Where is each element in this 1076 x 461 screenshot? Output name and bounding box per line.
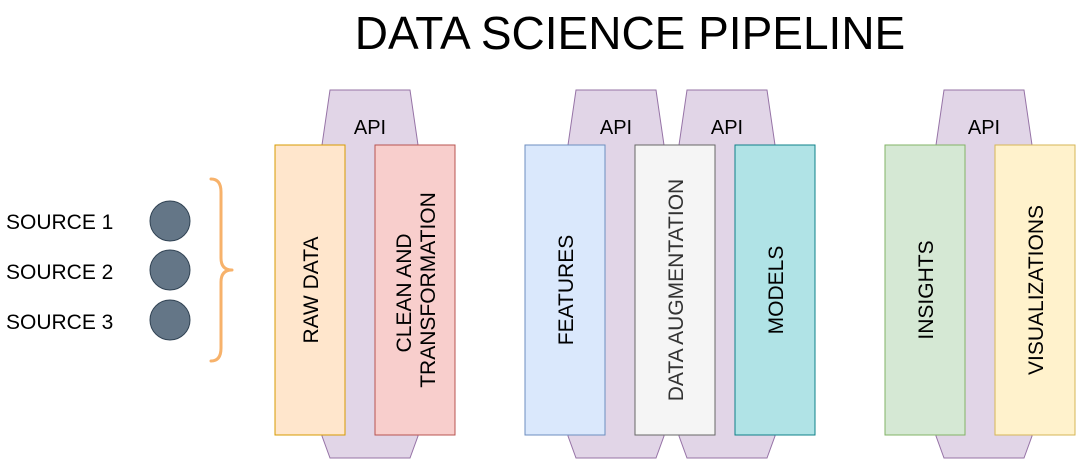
source-item: SOURCE 3 <box>6 299 191 341</box>
source-circle-icon <box>149 249 191 291</box>
stage-insights: INSIGHTS <box>884 144 966 436</box>
source-label: SOURCE 1 <box>6 211 113 234</box>
stage-raw-data: RAW DATA <box>274 144 346 436</box>
stage-group: RAW DATA CLEAN AND TRANSFORMATION FEATUR… <box>274 144 1076 436</box>
stage-raw-data-label: RAW DATA <box>300 237 323 344</box>
stage-data-augmentation: DATA AUGMENTATION <box>634 144 716 436</box>
stage-clean-transformation-label: CLEAN AND TRANSFORMATION <box>393 192 440 388</box>
source-label: SOURCE 2 <box>6 261 113 284</box>
api-label: API <box>354 117 386 139</box>
stage-models: MODELS <box>734 144 816 436</box>
source-item: SOURCE 2 <box>6 249 191 291</box>
stage-models-box <box>734 144 816 436</box>
stage-features: FEATURES <box>524 144 606 436</box>
stage-raw-data-box <box>274 144 346 436</box>
api-label: API <box>968 117 1000 139</box>
stage-data-augmentation-box <box>634 144 716 436</box>
page-title: DATA SCIENCE PIPELINE <box>355 7 905 59</box>
source-list: SOURCE 1 SOURCE 2 SOURCE 3 <box>6 200 191 341</box>
stage-models-label: MODELS <box>765 246 788 335</box>
stage-insights-box <box>884 144 966 436</box>
source-circle-icon <box>149 200 191 242</box>
source-label: SOURCE 3 <box>6 311 113 334</box>
source-circle-icon <box>149 299 191 341</box>
stage-clean-transformation: CLEAN AND TRANSFORMATION <box>374 144 456 436</box>
source-item: SOURCE 1 <box>6 200 191 242</box>
stage-features-label: FEATURES <box>555 235 578 345</box>
stage-data-augmentation-label: DATA AUGMENTATION <box>665 179 688 401</box>
stage-clean-transformation-box <box>374 144 456 436</box>
stage-insights-label: INSIGHTS <box>915 240 938 339</box>
api-label: API <box>711 117 743 139</box>
stage-visualizations: VISUALIZATIONS <box>994 144 1076 436</box>
stage-features-box <box>524 144 606 436</box>
api-label: API <box>600 117 632 139</box>
stage-visualizations-label: VISUALIZATIONS <box>1025 205 1048 375</box>
curly-brace-icon <box>209 177 234 363</box>
stage-visualizations-box <box>994 144 1076 436</box>
